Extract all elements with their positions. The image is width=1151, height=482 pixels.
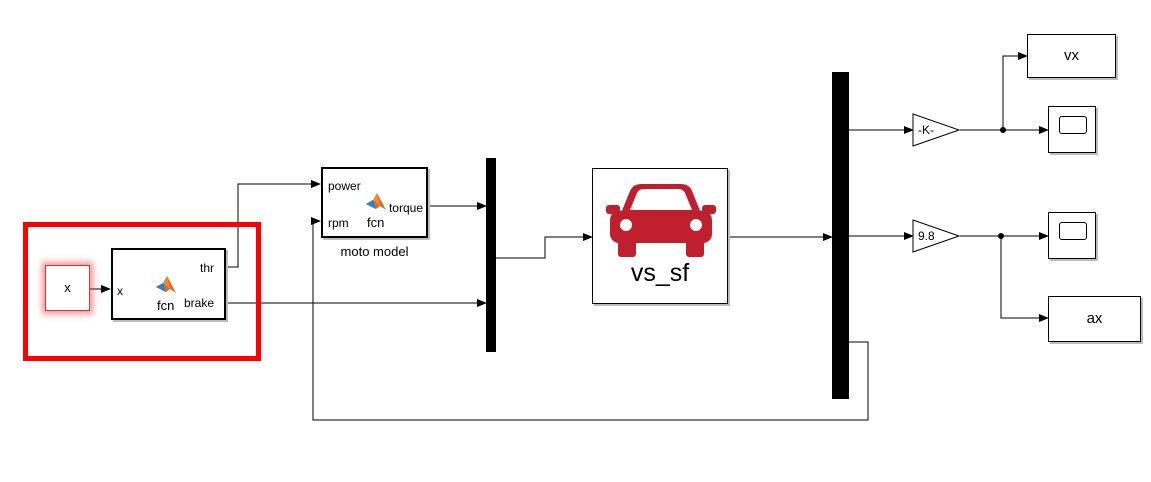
line-gain98-to-ax [1000, 236, 1049, 322]
port-thr: thr [199, 261, 214, 275]
gain-block-9-8[interactable] [912, 219, 962, 253]
scope-screen-icon [1059, 116, 1087, 134]
fcn-label: fcn [367, 215, 385, 230]
line-feedback-to-rpm [311, 217, 869, 421]
matlab-logo-icon [156, 276, 176, 293]
scope-block-1[interactable] [1048, 106, 1096, 153]
port-x: x [117, 284, 123, 298]
vehicle-label: vs_sf [630, 259, 690, 287]
gain-k-label: -K- [918, 123, 934, 137]
car-icon [606, 184, 716, 257]
mux-bar-1[interactable] [486, 158, 496, 352]
control-function-block[interactable]: x thr brake fcn [111, 248, 226, 320]
output-block-vx[interactable]: vx [1027, 34, 1116, 78]
branch-point-vx [1000, 127, 1006, 133]
line-mux1-to-vehicle [496, 233, 593, 259]
branch-point-ax [998, 233, 1004, 239]
selection-highlight [23, 222, 261, 361]
port-brake: brake [183, 296, 214, 310]
output-block-ax[interactable]: ax [1048, 296, 1141, 342]
output-vx-label: vx [1064, 47, 1079, 64]
gain-block-k[interactable] [912, 113, 962, 147]
port-rpm: rpm [328, 216, 349, 230]
output-ax-label: ax [1086, 310, 1103, 327]
port-torque: torque [388, 201, 423, 215]
vehicle-block[interactable]: vs_sf [592, 168, 728, 304]
input-block-x[interactable]: x [45, 265, 90, 311]
gain-9-8-label: 9.8 [918, 229, 935, 243]
moto-model-caption: moto model [340, 244, 409, 259]
port-power: power [328, 179, 361, 193]
scope-block-2[interactable] [1048, 212, 1096, 259]
scope-screen-icon [1059, 222, 1087, 240]
moto-model-block[interactable]: power rpm torque fcn [321, 167, 428, 238]
input-block-label: x [64, 280, 71, 295]
line-gaink-to-vx [1002, 52, 1028, 130]
fcn-label: fcn [157, 298, 175, 313]
matlab-logo-icon [366, 193, 386, 210]
mux-bar-2[interactable] [832, 72, 849, 399]
